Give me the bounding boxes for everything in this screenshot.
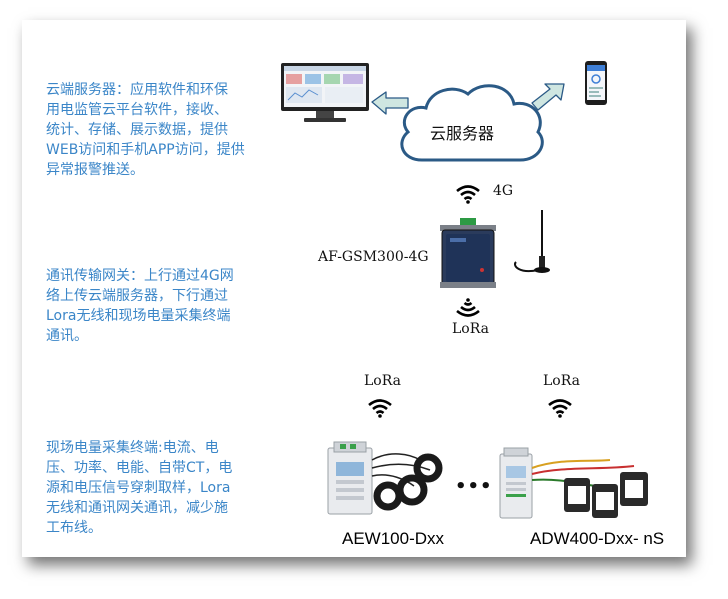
cloud-icon: [400, 84, 544, 162]
meter-icon: [327, 441, 373, 515]
wifi-icon: [456, 185, 480, 204]
cloud-label: 云服务器: [430, 124, 495, 143]
gateway-model-label: AF-GSM300-4G: [318, 249, 429, 265]
wifi-icon: [456, 298, 480, 317]
arrow-to-phone: [531, 83, 565, 111]
gateway-lora-label: LoRa: [452, 321, 489, 337]
lora-left-label: LoRa: [364, 373, 401, 389]
meter-icon: [499, 447, 533, 519]
ellipsis: •••: [455, 476, 493, 497]
gateway-device-icon: [440, 218, 496, 288]
wifi-icon: [368, 399, 392, 418]
phone-icon: [585, 61, 607, 105]
product-left-label: AEW100-Dxx: [342, 529, 445, 548]
lora-right-label: LoRa: [543, 373, 580, 389]
arrow-to-monitor: [371, 91, 409, 115]
antenna-icon: [514, 210, 550, 273]
product-right-label: ADW400-Dxx- nS: [530, 529, 665, 548]
monitor-icon: [281, 63, 369, 122]
ct-clamp-icon: [371, 453, 443, 511]
gateway-description: 通讯传输网关：上行通过4G网 络上传云端服务器，下行通过 Lora无线和现场电量…: [46, 268, 234, 344]
4g-label: 4G: [493, 183, 514, 199]
wifi-icon: [548, 399, 572, 418]
ct-clamp-icon: [531, 459, 648, 518]
terminal-description: 现场电量采集终端:电流、电 压、功率、电能、自带CT，电 源和电压信号穿刺取样，…: [46, 440, 233, 536]
cloud-server-description: 云端服务器：应用软件和环保 用电监管云平台软件，接收、 统计、存储、展示数据，提…: [46, 82, 245, 178]
